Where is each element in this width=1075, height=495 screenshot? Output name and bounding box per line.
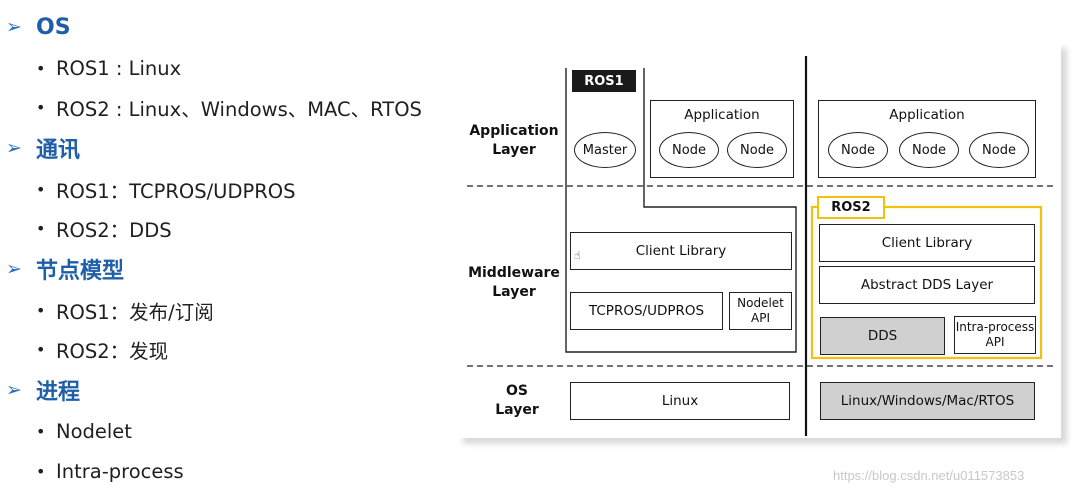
list-item: • ROS2：DDS — [36, 213, 172, 243]
ros1-os-box: Linux — [570, 382, 790, 420]
ros-architecture-diagram: Application Layer Middleware Layer OS La… — [459, 44, 1061, 438]
list-item-text: ROS2 : Linux、Windows、MAC、RTOS — [56, 97, 422, 121]
list-item: • ROS1 : Linux — [36, 53, 181, 83]
watermark: https://blog.csdn.net/u011573853 — [833, 468, 1025, 483]
ros2-os-box: Linux/Windows/Mac/RTOS — [820, 382, 1035, 420]
bullet-dot-icon: • — [36, 58, 46, 78]
abstract-dds-layer: Abstract DDS Layer — [819, 266, 1035, 304]
bullet-dot-icon: • — [36, 218, 46, 238]
ros2-tag: ROS2 — [817, 196, 885, 219]
list-item: • ROS1：发布/订阅 — [36, 295, 214, 325]
ros2-application-title: Application — [889, 107, 965, 123]
dds-box: DDS — [820, 317, 945, 355]
bullet-dot-icon: • — [36, 461, 46, 481]
section-title: 进程 — [36, 380, 81, 405]
list-item: • Intra-process — [36, 456, 184, 486]
section-communication: ➢ 通讯 — [6, 131, 80, 165]
arrow-bullet-icon: ➢ — [6, 137, 22, 159]
list-item-text: ROS2：发现 — [56, 339, 169, 363]
list-item-text: ROS1：发布/订阅 — [56, 300, 214, 324]
nodelet-api-box: Nodelet API — [729, 292, 792, 330]
list-item-text: ROS1：TCPROS/UDPROS — [56, 179, 296, 203]
bullet-dot-icon: • — [36, 179, 46, 199]
ros1-client-library: Client Library — [570, 232, 792, 270]
bullet-dot-icon: • — [36, 300, 46, 320]
arrow-bullet-icon: ➢ — [6, 16, 22, 38]
master-node: Master — [574, 132, 636, 168]
bullet-dot-icon: • — [36, 339, 46, 359]
ros2-node: Node — [969, 132, 1029, 168]
os-layer-label: OS Layer — [495, 383, 539, 418]
hand-cursor-icon: ☝ — [574, 249, 581, 262]
list-item: • Nodelet — [36, 416, 132, 446]
section-node-model: ➢ 节点模型 — [6, 252, 124, 286]
ros1-transport-box: TCPROS/UDPROS — [570, 292, 723, 330]
list-item-text: ROS2：DDS — [56, 218, 172, 242]
ros1-node: Node — [659, 132, 719, 168]
section-title: OS — [36, 14, 71, 40]
ros2-client-library: Client Library — [819, 224, 1035, 262]
section-process: ➢ 进程 — [6, 373, 80, 407]
list-item: • ROS2 : Linux、Windows、MAC、RTOS — [36, 92, 422, 122]
ros1-outline — [565, 68, 797, 353]
arrow-bullet-icon: ➢ — [6, 379, 22, 401]
section-title: 通讯 — [36, 138, 81, 163]
list-item-text: Intra-process — [56, 459, 184, 483]
application-layer-label: Application Layer — [469, 123, 559, 158]
ros2-node: Node — [828, 132, 888, 168]
section-title: 节点模型 — [36, 259, 125, 284]
bullet-dot-icon: • — [36, 97, 46, 117]
middleware-layer-label: Middleware Layer — [468, 265, 560, 300]
ros2-node: Node — [899, 132, 959, 168]
intra-process-api-box: Intra-process API — [954, 316, 1036, 354]
section-os: ➢ OS — [6, 10, 71, 44]
ros1-node: Node — [727, 132, 787, 168]
feature-outline: ➢ OS • ROS1 : Linux • ROS2 : Linux、Windo… — [0, 0, 450, 495]
ros1-tag: ROS1 — [572, 70, 636, 92]
list-item: • ROS1：TCPROS/UDPROS — [36, 174, 296, 204]
arrow-bullet-icon: ➢ — [6, 258, 22, 280]
list-item: • ROS2：发现 — [36, 334, 168, 364]
diagram-lines — [467, 56, 1053, 436]
ros1-application-title: Application — [684, 107, 760, 123]
ros1-client-library-label: Client Library — [635, 243, 727, 259]
list-item-text: Nodelet — [56, 419, 132, 443]
bullet-dot-icon: • — [36, 421, 46, 441]
list-item-text: ROS1 : Linux — [56, 56, 182, 80]
ros2-outline — [810, 205, 1043, 360]
